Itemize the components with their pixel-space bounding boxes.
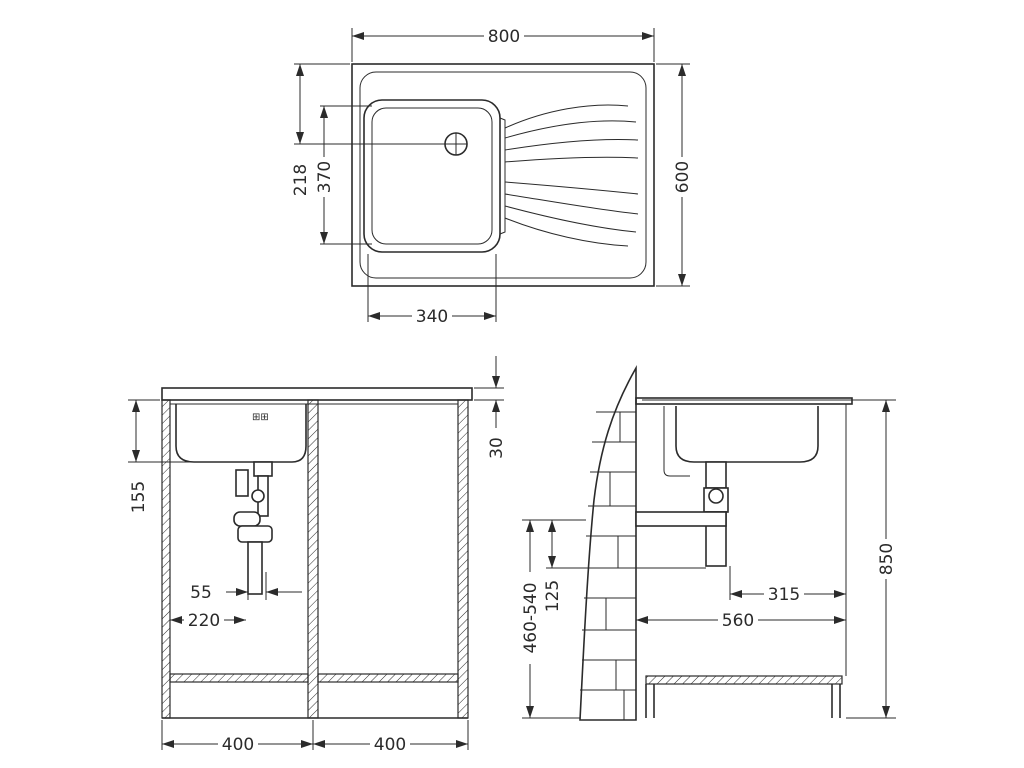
drain-offset-label: 218	[291, 164, 311, 196]
trap-offset-label: 220	[188, 611, 220, 631]
brick-wall	[579, 364, 637, 721]
cabinet-right-width-label: 400	[374, 735, 406, 755]
pipe-height-label: 125	[543, 580, 563, 612]
bowl-width-label: 340	[416, 307, 448, 327]
outlet-offset-label: 55	[190, 583, 212, 603]
svg-text:⊞⊞: ⊞⊞	[252, 412, 269, 423]
sink-outline-inner	[359, 71, 647, 279]
bowl-depth-label: 370	[315, 161, 335, 193]
drainboard-grooves	[499, 104, 639, 247]
sink-bowl-front	[175, 404, 307, 463]
side-view: 850 460-540 125 315 560	[521, 364, 897, 721]
top-view: 800 600 370 218 340	[291, 27, 693, 327]
front-view: ⊞⊞ 155 30 55	[128, 356, 507, 755]
cabinet-left-wall	[161, 399, 171, 719]
siphon-trap	[233, 461, 273, 595]
sink-bowl-side	[675, 406, 819, 463]
cabinet-right-wall	[457, 399, 469, 719]
cabinet-depth-label: 560	[722, 611, 754, 631]
worktop	[161, 387, 473, 401]
top-depth-label: 600	[673, 161, 693, 193]
side-siphon	[635, 461, 729, 567]
side-cabinet-bottom	[645, 675, 843, 685]
sink-outline-outer	[351, 63, 655, 287]
side-worktop	[635, 397, 853, 405]
total-height-label: 850	[877, 543, 897, 575]
bowl-inner	[371, 107, 493, 245]
cabinet-right-bottom	[317, 673, 459, 683]
cabinet-left-width-label: 400	[222, 735, 254, 755]
cabinet-left-bottom	[169, 673, 309, 683]
drain-pipe	[635, 511, 727, 527]
pipe-depth-label: 315	[768, 585, 800, 605]
worktop-thickness-label: 30	[487, 437, 507, 459]
drain-range-label: 460-540	[521, 582, 541, 653]
sink-depth-label: 155	[129, 481, 149, 513]
bowl-outer	[363, 99, 501, 253]
cabinet-middle-wall	[307, 399, 319, 719]
top-width-label: 800	[488, 27, 520, 47]
